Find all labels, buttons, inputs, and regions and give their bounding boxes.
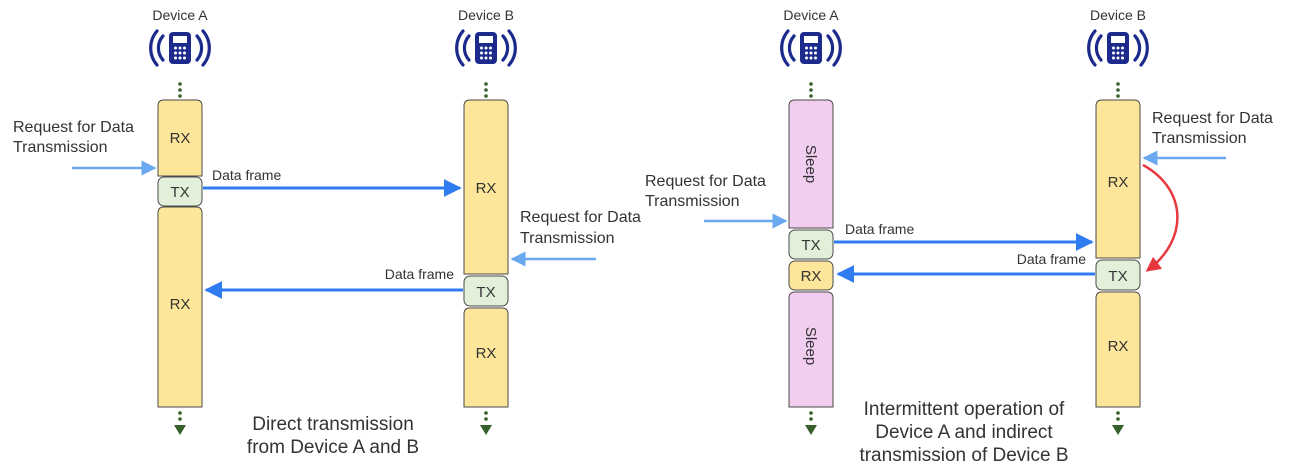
right-b-rx-block-2 <box>1095 291 1141 408</box>
right-device-b-label: Device B <box>1090 7 1146 23</box>
left-device-b-bottom-continuation <box>480 411 492 435</box>
right-a-tx-block <box>788 229 834 260</box>
right-b-rx-to-tx-curved-arrow <box>1142 163 1179 272</box>
right-device-b-bottom-continuation <box>1112 411 1124 435</box>
left-device-b-label: Device B <box>458 7 514 23</box>
left-frame-b-to-a-label: Data frame <box>385 266 454 282</box>
left-caption-line1: Direct transmission <box>252 414 414 435</box>
left-a-rx-label-1: RX <box>170 130 191 147</box>
right-a-tx-label: TX <box>801 237 820 254</box>
left-device-b-icon <box>455 29 517 67</box>
right-device-b-top-dots <box>1116 82 1120 98</box>
left-a-rx-block-1 <box>157 99 203 177</box>
left-device-a-bottom-continuation <box>174 411 186 435</box>
left-a-rx-block-2 <box>157 206 203 408</box>
right-request-b-line1: Request for Data <box>1152 110 1273 127</box>
left-device-a-timeline: RX TX RX <box>157 99 203 408</box>
left-b-tx-label: TX <box>476 284 495 301</box>
left-caption-line2: from Device A and B <box>247 437 419 458</box>
left-request-a-line1: Request for Data <box>13 119 134 136</box>
left-device-b-timeline: RX TX RX <box>463 99 509 408</box>
right-a-sleep-label-1: Sleep <box>802 145 819 183</box>
left-a-rx-label-2: RX <box>170 296 191 313</box>
right-device-a-bottom-continuation <box>805 411 817 435</box>
left-b-rx-label-1: RX <box>476 180 497 197</box>
right-device-a-icon <box>780 29 842 67</box>
left-a-tx-block <box>157 176 203 207</box>
left-device-b-top-dots <box>484 82 488 98</box>
left-request-b-line2: Transmission <box>520 230 615 247</box>
left-diagram: Device A Device B RX TX RX RX TX RX <box>13 7 641 458</box>
right-request-a-line2: Transmission <box>645 193 740 210</box>
right-frame-a-to-b-label: Data frame <box>845 221 914 237</box>
right-b-rx-block-1 <box>1095 99 1141 259</box>
right-diagram: Device A Device B Sleep TX RX Sleep RX T… <box>645 7 1273 466</box>
right-a-sleep-block-1 <box>788 99 834 229</box>
right-device-a-label: Device A <box>783 7 839 23</box>
left-request-b-line1: Request for Data <box>520 209 641 226</box>
left-device-a-label: Device A <box>152 7 208 23</box>
right-a-rx-label: RX <box>801 268 822 285</box>
left-b-rx-block-1 <box>463 99 509 275</box>
right-device-b-icon <box>1087 29 1149 67</box>
right-caption-line1: Intermittent operation of <box>864 399 1065 420</box>
right-b-tx-label: TX <box>1108 268 1127 285</box>
left-b-rx-block-2 <box>463 307 509 408</box>
left-b-tx-block <box>463 275 509 307</box>
right-device-a-top-dots <box>809 82 813 98</box>
left-device-a-icon <box>149 29 211 67</box>
right-b-rx-label-2: RX <box>1108 338 1129 355</box>
right-device-a-timeline: Sleep TX RX Sleep <box>788 99 834 408</box>
right-a-rx-block <box>788 260 834 291</box>
left-frame-a-to-b-label: Data frame <box>212 167 281 183</box>
left-a-tx-label: TX <box>170 184 189 201</box>
left-b-rx-label-2: RX <box>476 345 497 362</box>
left-request-a-line2: Transmission <box>13 139 108 156</box>
right-caption-line2: Device A and indirect <box>875 422 1053 443</box>
right-b-tx-block <box>1095 259 1141 291</box>
right-a-sleep-label-2: Sleep <box>802 327 819 365</box>
right-request-a-line1: Request for Data <box>645 173 766 190</box>
right-caption-line3: transmission of Device B <box>859 445 1068 466</box>
right-frame-b-to-a-label: Data frame <box>1017 251 1086 267</box>
right-a-sleep-block-2 <box>788 291 834 408</box>
left-device-a-top-dots <box>178 82 182 98</box>
right-request-b-line2: Transmission <box>1152 130 1247 147</box>
right-b-rx-label-1: RX <box>1108 174 1129 191</box>
right-device-b-timeline: RX TX RX <box>1095 99 1141 408</box>
